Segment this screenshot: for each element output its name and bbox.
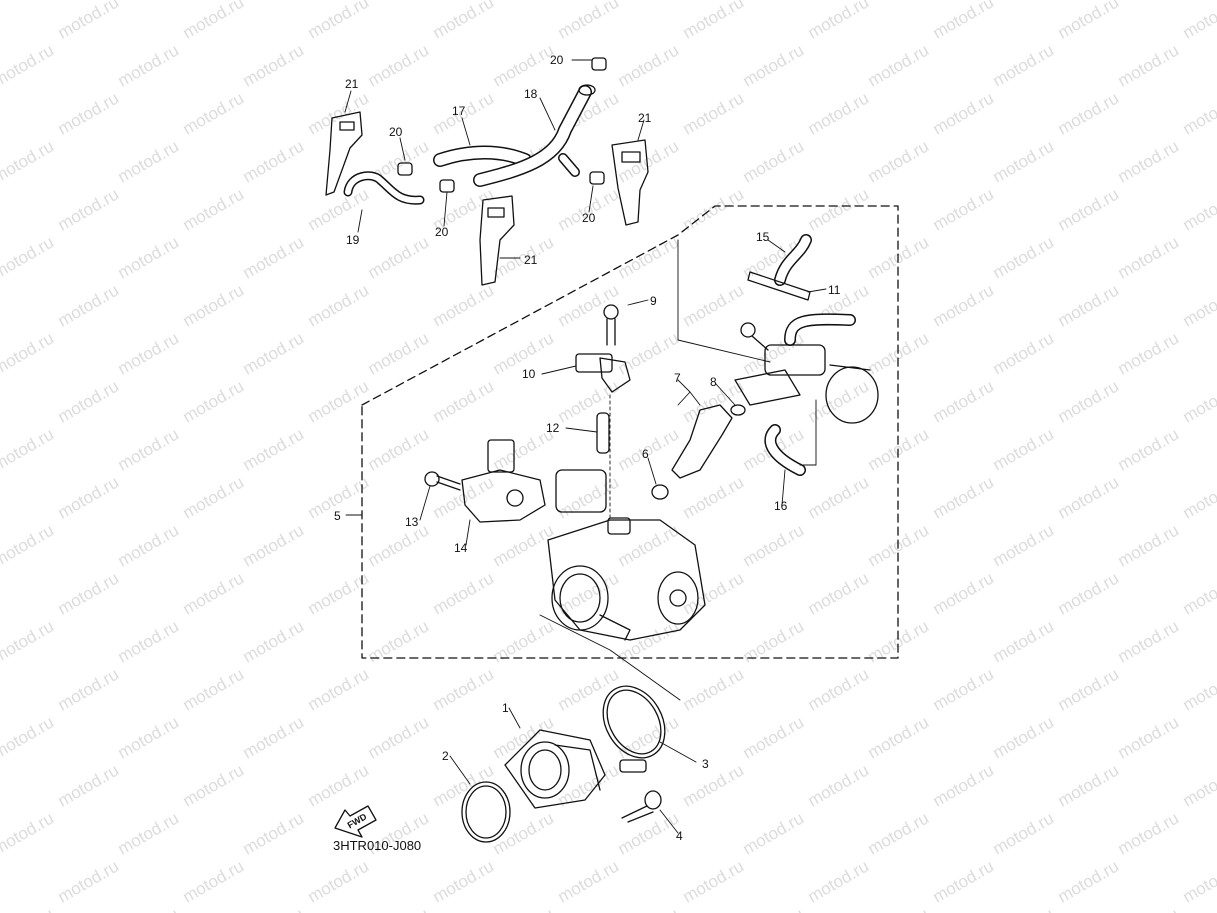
callout-15: 15 bbox=[756, 230, 770, 244]
callout-14: 14 bbox=[454, 541, 468, 555]
callout-13: 13 bbox=[405, 515, 419, 529]
valve-assembly bbox=[734, 313, 879, 424]
throttle-body bbox=[547, 469, 706, 641]
bolt-4 bbox=[644, 790, 662, 810]
callout-19: 19 bbox=[346, 233, 360, 247]
callout-1: 1 bbox=[502, 701, 509, 715]
joint-1 bbox=[504, 729, 606, 809]
clamp-20a bbox=[397, 162, 413, 176]
callout-20b: 20 bbox=[435, 225, 449, 239]
callout-4: 4 bbox=[676, 829, 683, 843]
callout-3: 3 bbox=[702, 757, 709, 771]
clamp-20b bbox=[439, 179, 455, 193]
sleeve-12 bbox=[596, 412, 610, 454]
callout-9: 9 bbox=[650, 294, 657, 308]
clamp-20d bbox=[589, 171, 605, 185]
callout-21c: 21 bbox=[524, 253, 538, 267]
bracket-21b bbox=[611, 139, 649, 226]
seal-6 bbox=[651, 484, 669, 500]
callout-17: 17 bbox=[452, 104, 466, 118]
bolt-9 bbox=[603, 304, 619, 320]
callout-6: 6 bbox=[642, 447, 649, 461]
bracket-21a bbox=[325, 111, 363, 196]
fwd-arrow bbox=[334, 805, 377, 838]
sensor-10 bbox=[575, 353, 613, 373]
callout-20d: 20 bbox=[582, 211, 596, 225]
clip-11 bbox=[747, 271, 811, 301]
callout-16: 16 bbox=[774, 499, 788, 513]
callout-10: 10 bbox=[522, 367, 536, 381]
callout-8: 8 bbox=[710, 375, 717, 389]
o-ring-8 bbox=[730, 404, 746, 416]
callout-20c: 20 bbox=[550, 53, 564, 67]
o-ring-2 bbox=[461, 781, 511, 843]
injector-7 bbox=[671, 404, 733, 479]
screw-13 bbox=[424, 471, 440, 487]
callout-7: 7 bbox=[674, 371, 681, 385]
callout-21a: 21 bbox=[345, 77, 359, 91]
sensor-14 bbox=[461, 469, 546, 523]
callout-12: 12 bbox=[546, 421, 560, 435]
callout-11: 11 bbox=[828, 283, 841, 297]
callout-2: 2 bbox=[442, 749, 449, 763]
callout-5: 5 bbox=[334, 509, 341, 523]
bracket-21c bbox=[479, 195, 515, 286]
callout-18: 18 bbox=[524, 87, 538, 101]
diagram-code: 3HTR010-J080 bbox=[333, 838, 422, 853]
callout-20a: 20 bbox=[389, 125, 403, 139]
clamp-20c bbox=[591, 57, 607, 71]
callout-21b: 21 bbox=[638, 111, 652, 125]
assembly-boundary bbox=[361, 205, 899, 659]
clamp-3 bbox=[602, 685, 666, 759]
